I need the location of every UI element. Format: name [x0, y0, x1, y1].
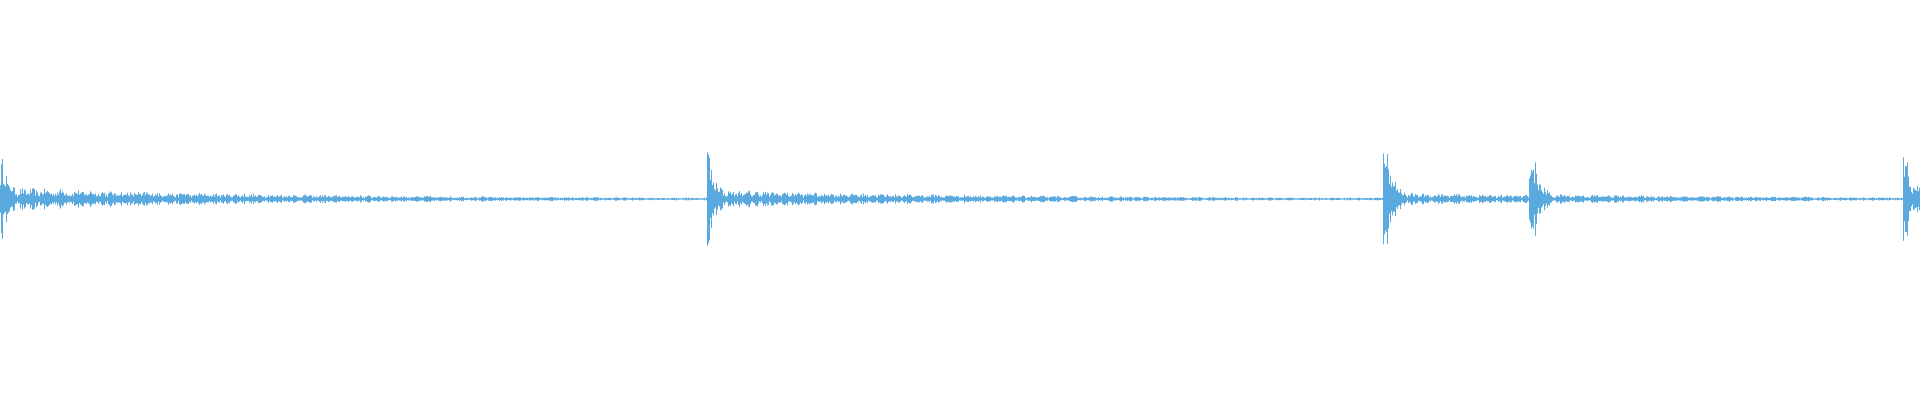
waveform-path-group: [0, 152, 1920, 246]
waveform-amplitude-path: [0, 152, 1920, 246]
